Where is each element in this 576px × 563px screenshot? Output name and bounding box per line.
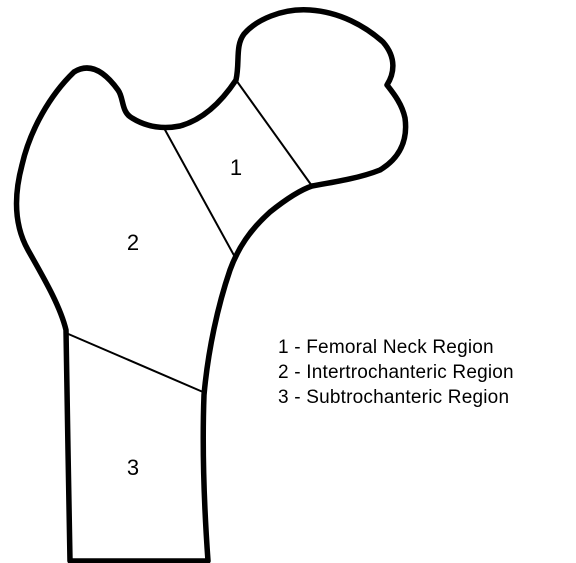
neck-upper-boundary-line xyxy=(164,128,236,259)
legend-item-femoral-neck: 1 - Femoral Neck Region xyxy=(278,335,514,360)
legend-item-intertrochanteric: 2 - Intertrochanteric Region xyxy=(278,360,514,385)
region-1-label: 1 xyxy=(230,155,242,180)
region-2-label: 2 xyxy=(127,230,139,255)
legend: 1 - Femoral Neck Region 2 - Intertrochan… xyxy=(278,335,514,410)
legend-item-subtrochanteric: 3 - Subtrochanteric Region xyxy=(278,385,514,410)
neck-lower-boundary-line xyxy=(236,80,312,186)
region-3-label: 3 xyxy=(127,455,139,480)
femur-outline xyxy=(17,10,406,561)
subtrochanteric-boundary-line xyxy=(66,333,203,392)
